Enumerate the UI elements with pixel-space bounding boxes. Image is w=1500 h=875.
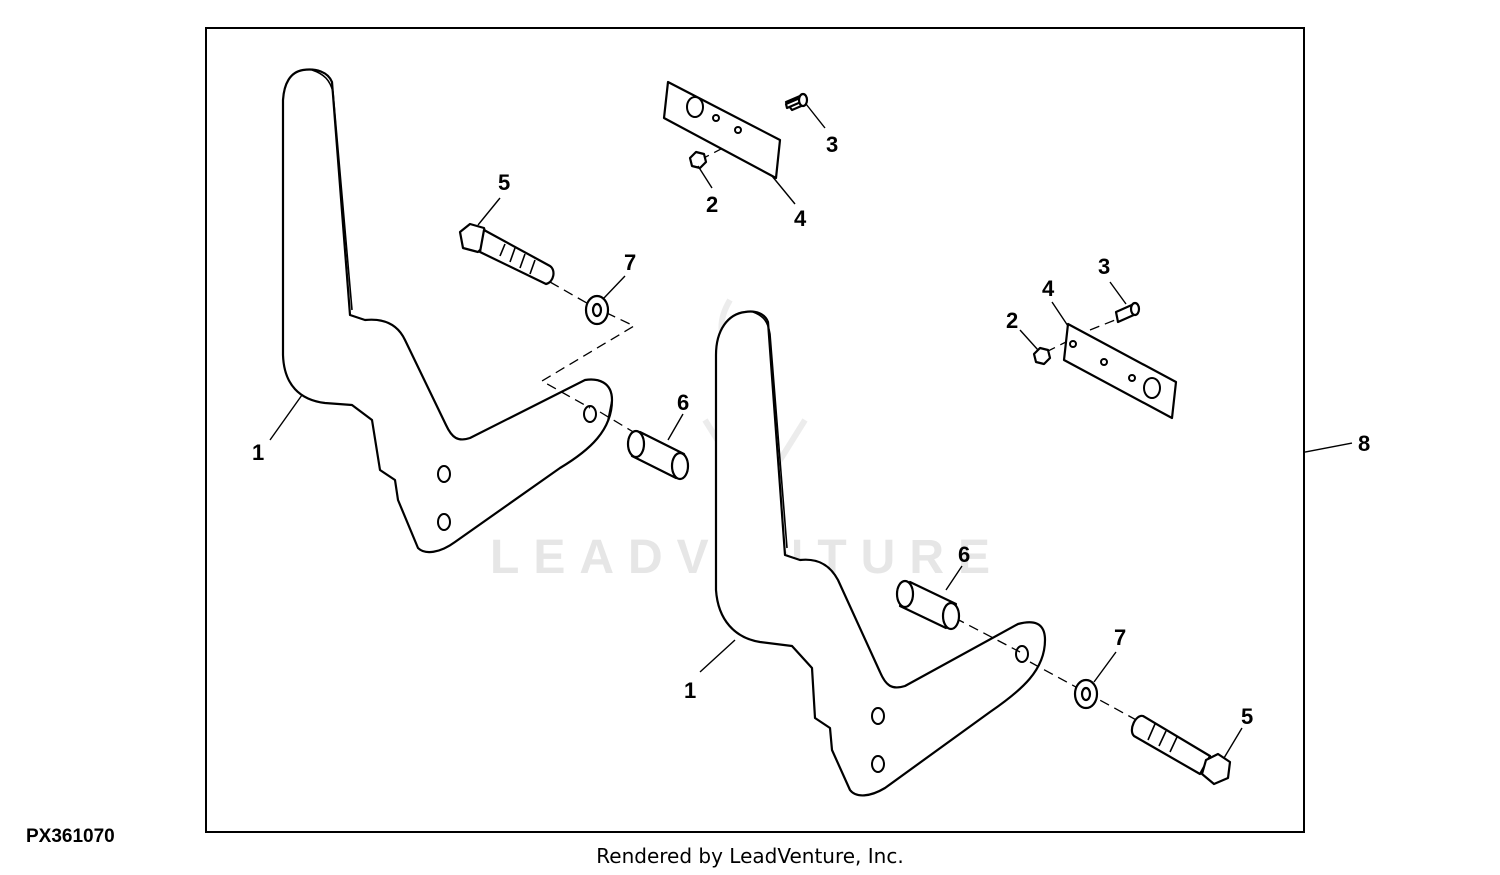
assembly-line xyxy=(1089,317,1121,331)
figure-id-label: PX361070 xyxy=(26,826,115,847)
callout-4: 4 xyxy=(794,206,807,231)
bracket-left xyxy=(281,68,614,554)
leader-line xyxy=(1093,651,1117,683)
bolt-right xyxy=(1130,714,1232,786)
bracket-hole xyxy=(1015,645,1029,663)
callout-7: 7 xyxy=(1114,625,1126,650)
callout-3: 3 xyxy=(826,132,838,157)
assembly-line xyxy=(1029,661,1141,723)
callout-1: 1 xyxy=(684,678,696,703)
callout-5: 5 xyxy=(1241,704,1253,729)
callout-2: 2 xyxy=(706,192,718,217)
nut-top xyxy=(688,150,708,170)
leader-line xyxy=(1109,281,1127,305)
screw-top xyxy=(784,92,809,112)
callout-2: 2 xyxy=(1006,308,1018,333)
spacer-left xyxy=(626,429,690,481)
callout-1: 1 xyxy=(252,440,264,465)
bracket-hole xyxy=(583,405,597,423)
washer-left-hole xyxy=(591,302,603,318)
leader-line xyxy=(269,394,303,441)
bracket-right xyxy=(714,310,1047,797)
bracket-hole xyxy=(871,707,885,725)
nut-right xyxy=(1032,346,1052,366)
callout-3: 3 xyxy=(1098,254,1110,279)
callout-5: 5 xyxy=(498,170,510,195)
callout-4: 4 xyxy=(1042,276,1055,301)
assembly-line xyxy=(1045,337,1075,353)
plate-right xyxy=(1062,322,1178,420)
leader-line xyxy=(603,275,626,299)
bolt-left xyxy=(458,222,555,286)
leader-line xyxy=(699,639,736,673)
callout-7: 7 xyxy=(624,250,636,275)
diagram-frame xyxy=(205,27,1305,833)
assembly-line xyxy=(954,617,1021,653)
assembly-line xyxy=(540,281,636,409)
callout-6: 6 xyxy=(677,390,689,415)
callout-6: 6 xyxy=(958,542,970,567)
leader-line xyxy=(667,413,684,441)
leader-line xyxy=(697,165,713,189)
bracket-hole xyxy=(871,755,885,773)
leader-line xyxy=(1223,727,1243,759)
leader-line xyxy=(477,197,501,226)
leader-line xyxy=(945,565,963,591)
leader-line xyxy=(771,175,796,205)
leader-line xyxy=(1304,442,1353,453)
callout-8: 8 xyxy=(1358,431,1370,456)
spacer-right xyxy=(895,579,961,631)
leader-line xyxy=(1051,301,1069,327)
bracket-hole xyxy=(437,513,451,531)
screw-right xyxy=(1114,301,1141,324)
plate-top xyxy=(662,80,782,180)
leader-line xyxy=(1019,329,1039,351)
washer-right-hole xyxy=(1080,686,1092,702)
bracket-hole xyxy=(437,465,451,483)
footer-credit: Rendered by LeadVenture, Inc. xyxy=(596,844,904,868)
leader-line xyxy=(805,103,826,129)
